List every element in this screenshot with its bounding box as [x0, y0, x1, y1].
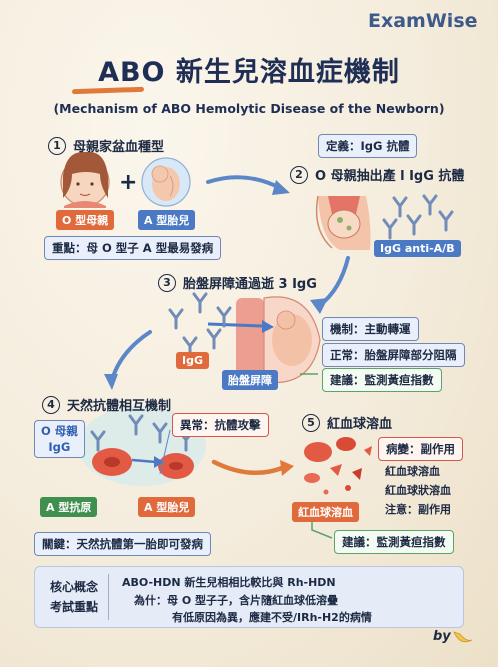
core-concept-panel — [34, 566, 464, 628]
step4-fetus-tag: A 型胎兒 — [138, 497, 196, 517]
mother-igg-line1: O 母親 — [41, 424, 78, 438]
step1-heading: 1 母親家盆血種型 — [48, 136, 164, 155]
step3-normal: 正常：胎盤屏障部分阻隔 — [322, 343, 465, 367]
arrow-step3-step4 — [110, 330, 152, 382]
step5-title: 紅血球溶血 — [327, 417, 393, 432]
placenta-barrier-illustration — [207, 296, 321, 384]
footer-by: by — [433, 629, 451, 644]
step3-title: 胎盤屏障通過逝 3 IgG — [183, 277, 317, 292]
step1-number: 1 — [48, 136, 66, 155]
step5-advice: 建議：監測黃疸指數 — [334, 530, 454, 554]
page-subtitle: (Mechanism of ABO Hemolytic Disease of t… — [53, 101, 445, 116]
brand-logo: ExamWise — [368, 10, 478, 32]
step3-number: 3 — [158, 273, 176, 292]
mother-illustration — [60, 151, 110, 208]
step4-title: 天然抗體相互機制 — [67, 399, 172, 414]
step5-heading: 5 紅血球溶血 — [302, 413, 392, 432]
rbc-hemolysis-illustration — [304, 437, 372, 495]
antibody-cluster-step2 — [382, 194, 454, 240]
core-note-line1: ABO-HDN 新生兒相相比較比與 Rh-HDN — [122, 576, 336, 589]
core-note-line2: 為什：母 O 型子子，含片隨紅血球低溶疊 — [134, 594, 339, 607]
antibody-tag: IgG anti-A/B — [374, 240, 461, 257]
step5-list-item: 注意：副作用 — [385, 503, 451, 516]
step5-lesion: 病變：副作用 — [378, 437, 463, 461]
arrow-step1-step2 — [206, 175, 282, 190]
antibody-cluster-step3 — [168, 292, 232, 358]
step4-heading: 4 天然抗體相互機制 — [42, 395, 171, 414]
antigen-tag: A 型抗原 — [40, 497, 98, 517]
step4-key: 關鍵：天然抗體第一胎即可發病 — [34, 532, 211, 556]
igg-tag: IgG — [176, 352, 209, 369]
step5-list-item: 紅血球溶血 — [385, 465, 440, 478]
connector-step4-abnormal — [159, 429, 171, 475]
fetus-illustration — [141, 157, 191, 207]
core-note-line3: 有低原因為異，應建不受/IRh-H2的病情 — [172, 611, 372, 624]
step3-advice: 建議：監測黃疸指數 — [322, 368, 442, 392]
page-title: ABO 新生兒溶血症機制 — [98, 57, 400, 88]
mother-abdomen-illustration — [315, 195, 371, 250]
arrow-step2-step3 — [318, 256, 350, 307]
hemolysis-tag: 紅血球溶血 — [292, 502, 359, 522]
step3-mechanism: 機制：主動轉運 — [322, 317, 419, 341]
banana-icon — [453, 631, 473, 643]
fetus-type-tag: A 型胎兒 — [138, 210, 196, 230]
core-concept-label: 核心概念 考試重點 — [48, 577, 100, 617]
arrow-step4-step5 — [211, 459, 285, 475]
panel-divider — [108, 574, 109, 620]
step1-title: 母親家盆血種型 — [73, 140, 165, 155]
step4-abnormal: 異常：抗體攻擊 — [172, 413, 269, 437]
step5-number: 5 — [302, 413, 320, 432]
core-label-line2: 考試重點 — [49, 600, 98, 614]
step2-definition: 定義：IgG 抗體 — [318, 134, 418, 158]
mother-igg-label: O 母親 IgG — [34, 420, 85, 458]
step2-title: O 母親抽出產 l IgG 抗體 — [315, 169, 465, 184]
core-label-line1: 核心概念 — [49, 580, 98, 594]
step1-key-point: 重點：母 O 型子 A 型最易發病 — [44, 236, 222, 260]
step3-heading: 3 胎盤屏障通過逝 3 IgG — [158, 273, 317, 292]
barrier-tag: 胎盤屏障 — [222, 370, 278, 390]
step2-heading: 2 O 母親抽出產 l IgG 抗體 — [290, 165, 464, 184]
step5-list-item: 紅血球狀溶血 — [385, 484, 451, 497]
step4-number: 4 — [42, 395, 60, 414]
step2-number: 2 — [290, 165, 308, 184]
mother-type-tag: O 型母親 — [56, 210, 115, 230]
mother-igg-line2: IgG — [48, 440, 71, 454]
plus-sign: + — [119, 170, 138, 195]
